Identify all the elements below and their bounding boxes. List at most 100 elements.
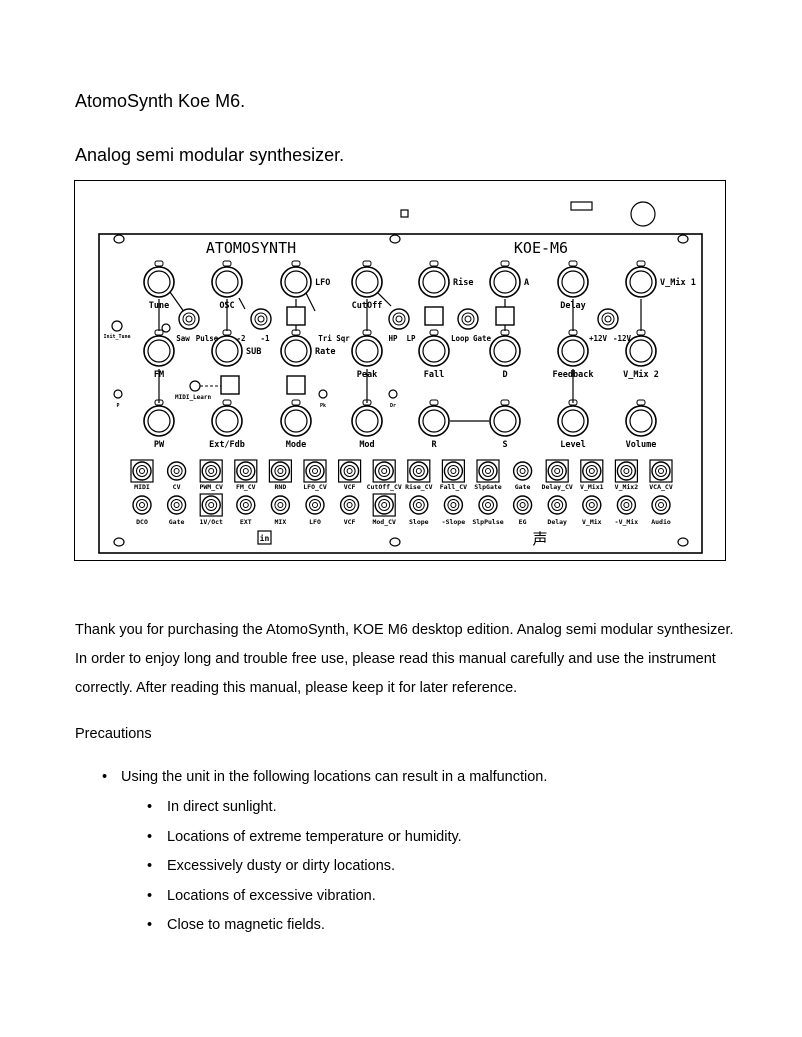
knob-22-inner (561, 409, 585, 433)
switch-osc-ring (182, 312, 196, 326)
square-button (424, 306, 444, 326)
jack-top (512, 461, 533, 481)
jack-bottom-ring (516, 499, 529, 511)
sub-bullet: •In direct sunlight. (147, 799, 277, 815)
switch-cv (597, 308, 619, 330)
knob-6-inner (561, 270, 585, 294)
jack-bottom (478, 495, 498, 515)
jack-top-ring (585, 465, 598, 477)
jack-label: EG (519, 518, 527, 526)
jack-label: RND (275, 483, 287, 491)
power-jack (630, 201, 656, 227)
sub-bullet-text: Locations of extreme temperature or humi… (167, 829, 462, 845)
jack-top-ring (343, 465, 356, 477)
jack-label: Rise_CV (405, 483, 432, 491)
jack-bottom-ring (343, 499, 356, 511)
jack-bottom (166, 495, 187, 515)
switch-label: Saw (176, 334, 190, 343)
jack-bottom-ring (551, 499, 564, 511)
knob-label: A (524, 278, 529, 288)
jack-label: 1V/Oct (199, 518, 223, 526)
jack-bottom-ring (482, 499, 494, 511)
model-label: KOE-M6 (514, 239, 568, 257)
mounting-hole (389, 537, 401, 547)
in-label: in (260, 533, 270, 543)
jack-top (616, 461, 637, 481)
switch-label: HP (388, 334, 398, 343)
jack-top-center (519, 468, 526, 474)
jack-top (270, 461, 291, 481)
jack-label: Audio (651, 518, 671, 526)
knob-label: Volume (626, 440, 657, 450)
jack-bottom-center (554, 502, 561, 508)
jack-label: MIDI (134, 483, 150, 491)
knob-17-inner (215, 409, 239, 433)
jack-bottom-center (381, 502, 388, 508)
jack-label: SlpPulse (472, 518, 503, 526)
jack-label: -Slope (442, 518, 466, 526)
jack-label: CutOff_CV (367, 483, 402, 491)
knob-20-inner (422, 409, 446, 433)
switch-label: Sqr (336, 334, 350, 343)
jack-bottom (616, 495, 637, 515)
knob-12-pointer (429, 329, 439, 336)
jack-top-center (554, 468, 561, 474)
jack-bottom (443, 495, 464, 515)
jack-label: Slope (409, 518, 429, 526)
knob-label: Rise (453, 277, 473, 288)
connector-line (377, 292, 392, 307)
jack-bottom (339, 495, 360, 515)
jack-bottom-ring (170, 499, 183, 511)
jack-bottom-center (312, 502, 318, 508)
jack-bottom (512, 495, 533, 515)
jack-label: -V_Mix (615, 518, 639, 526)
jack-bottom-center (346, 502, 353, 508)
jack-bottom-center (658, 502, 664, 508)
jack-top-center (242, 468, 249, 474)
in-box (257, 530, 272, 545)
jack-bottom-center (277, 502, 284, 508)
knob-21-inner (493, 409, 517, 433)
jack-top-center (658, 468, 664, 474)
knob-label: Level (560, 440, 586, 450)
knob-label: Mode (286, 440, 306, 450)
connector-line (238, 297, 246, 310)
jack-label: FM_CV (236, 483, 256, 491)
jack-label: SlpGate (474, 483, 501, 491)
jack-label: Mod_CV (372, 518, 396, 526)
bullet-main-text: Using the unit in the following location… (121, 769, 548, 785)
sub-bullet-text: Close to magnetic fields. (167, 917, 325, 933)
jack-top-center (485, 468, 491, 474)
switch-osc-center (185, 315, 193, 323)
switch-env-center (464, 315, 472, 323)
jack-bottom-ring (620, 499, 633, 511)
jack-top (305, 461, 325, 481)
knob-8-inner (147, 339, 171, 363)
knob-1-pointer (222, 260, 232, 267)
jack-top-ring (136, 465, 148, 477)
jack-bottom-ring (274, 499, 287, 511)
tune-led (161, 323, 171, 333)
mounting-hole (677, 537, 689, 547)
knob-21-pointer (500, 399, 510, 406)
knob-20-pointer (429, 399, 439, 406)
jack-top-center (277, 468, 284, 474)
jack-top-center (450, 468, 457, 474)
jack-bottom-ring (136, 499, 148, 511)
knob-label: V_Mix 2 (623, 369, 659, 380)
jack-bottom-center (519, 502, 526, 508)
knob-label: D (502, 370, 507, 380)
jack-top-ring (378, 465, 391, 477)
sub-bullet-text: In direct sunlight. (167, 799, 277, 815)
jack-label: PWM_CV (199, 483, 223, 491)
switch-label: Gate (473, 334, 492, 343)
jack-top-center (312, 468, 318, 474)
jack-top-ring (655, 465, 667, 477)
jack-label: VCF (344, 518, 356, 526)
knob-17-pointer (222, 399, 232, 406)
small-label: Dr (390, 403, 396, 409)
mounting-hole (113, 234, 125, 244)
switch-label: -2 (236, 334, 245, 343)
knob-label: V_Mix 1 (660, 277, 696, 288)
jack-top (166, 461, 187, 481)
